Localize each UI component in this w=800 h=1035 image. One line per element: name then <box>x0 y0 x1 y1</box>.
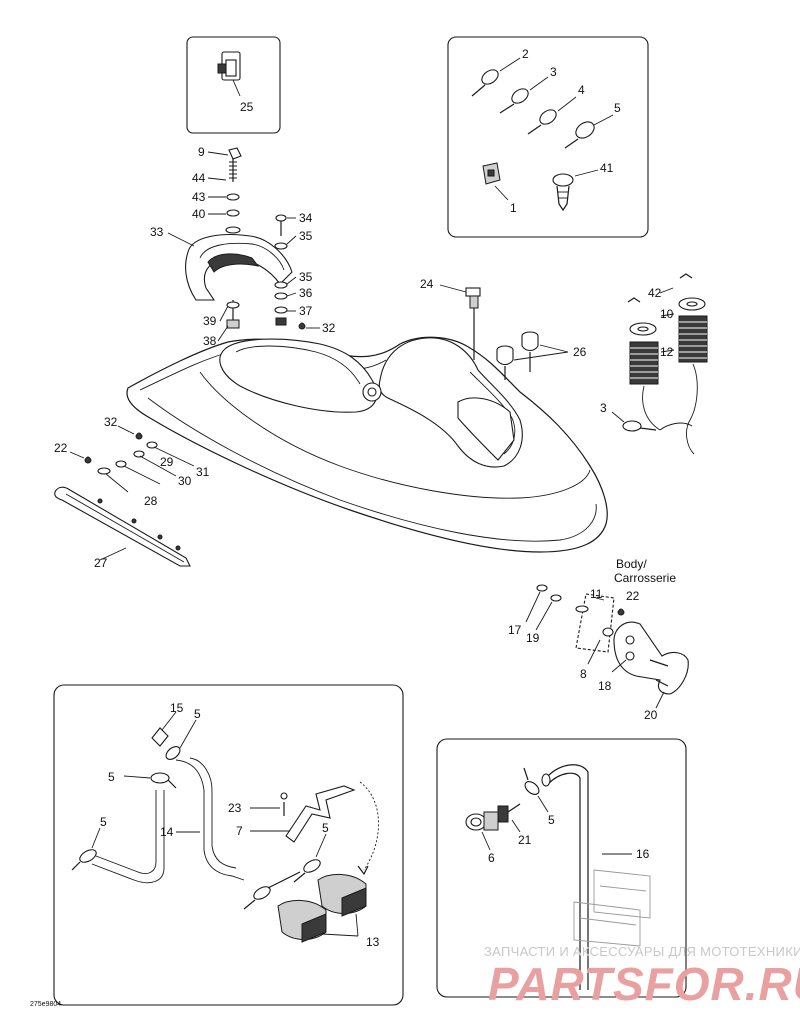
callout-5: 5 <box>614 101 621 115</box>
fitting-icon <box>465 287 481 360</box>
rub-rail-assembly: 32 22 29 31 30 28 27 <box>54 415 210 570</box>
callout-5: 5 <box>322 821 329 835</box>
inset-box-clamps: 2 3 4 5 41 1 <box>447 36 649 238</box>
callout-34: 34 <box>299 211 313 225</box>
callout-11: 11 <box>590 587 603 601</box>
callout-8: 8 <box>580 667 587 681</box>
fittings: 24 26 <box>420 277 587 380</box>
callout-13: 13 <box>366 935 380 949</box>
clip-icon <box>217 51 241 81</box>
callout-15: 15 <box>170 701 184 715</box>
callout-35: 35 <box>299 229 313 243</box>
callout-4: 4 <box>578 83 585 97</box>
hose-clamp-icon <box>243 886 271 910</box>
callout-12: 12 <box>660 345 674 359</box>
callout-35: 35 <box>299 270 313 284</box>
watercraft-body <box>126 336 608 553</box>
callout-23: 23 <box>228 801 242 815</box>
callout-6: 6 <box>488 851 495 865</box>
watermark: ЗАПЧАСТИ И АКСЕССУАРЫ ДЛЯ МОТОТЕХНИКИ PA… <box>484 944 800 1010</box>
callout-25: 25 <box>240 100 254 114</box>
drain-valve-icon <box>465 803 521 831</box>
callout-5: 5 <box>548 813 555 827</box>
watermark-brand: PARTSFOR.RU <box>488 958 800 1010</box>
callout-38: 38 <box>203 334 217 348</box>
callout-3: 3 <box>550 65 557 79</box>
callout-36: 36 <box>299 286 313 300</box>
callout-44: 44 <box>192 171 206 185</box>
plug-icon <box>496 345 514 380</box>
hook-icon <box>613 621 689 695</box>
inset-box-vent-hoses: 15 5 5 14 5 23 7 5 <box>53 684 404 1006</box>
callout-26: 26 <box>573 345 587 359</box>
hose-clamp-icon <box>527 109 557 135</box>
inset-box-drain: 5 21 6 16 <box>436 738 687 998</box>
body-label-line1: Body/ <box>616 557 647 571</box>
callout-28: 28 <box>144 494 158 508</box>
frame-section <box>573 869 651 947</box>
callout-39: 39 <box>203 314 217 328</box>
callout-1: 1 <box>510 201 517 215</box>
callout-7: 7 <box>236 824 243 838</box>
hose-clamp-icon <box>293 859 321 883</box>
drain-hose-icon <box>541 764 589 990</box>
callout-22: 22 <box>626 589 640 603</box>
callout-5: 5 <box>108 770 115 784</box>
hose-clamp-icon <box>150 772 177 789</box>
hose-clamp-icon <box>471 69 499 97</box>
hose-clamp-icon <box>71 849 97 871</box>
callout-30: 30 <box>178 474 192 488</box>
callout-5: 5 <box>100 815 107 829</box>
callout-27: 27 <box>94 556 108 570</box>
callout-9: 9 <box>198 145 205 159</box>
callout-33: 33 <box>150 225 164 239</box>
callout-3: 3 <box>600 401 607 415</box>
hose-clamp-icon <box>622 420 657 432</box>
callout-10: 10 <box>660 307 674 321</box>
spring-icon <box>629 341 659 385</box>
drawing-code: 275e9804 <box>30 1001 61 1008</box>
callout-18: 18 <box>598 679 612 693</box>
hose-clamp-icon <box>499 88 529 114</box>
callout-32: 32 <box>322 321 336 335</box>
callout-20: 20 <box>644 708 658 722</box>
callout-31: 31 <box>196 465 210 479</box>
speed-nut-icon <box>482 162 501 185</box>
callout-22: 22 <box>54 441 68 455</box>
muffler-icon <box>317 874 367 917</box>
hose-clamp-icon <box>564 121 595 149</box>
callout-16: 16 <box>636 847 650 861</box>
hook-assembly: Body/ Carrosserie 11 22 17 19 8 18 20 <box>508 557 689 722</box>
callout-17: 17 <box>508 623 522 637</box>
springs-group: 42 10 12 3 <box>600 273 708 455</box>
callout-21: 21 <box>518 833 532 847</box>
callout-29: 29 <box>160 455 174 469</box>
callout-37: 37 <box>299 304 313 318</box>
screw-icon <box>552 173 574 212</box>
callout-41: 41 <box>600 161 614 175</box>
watermark-tagline: ЗАПЧАСТИ И АКСЕССУАРЫ ДЛЯ МОТОТЕХНИКИ <box>484 944 800 959</box>
muffler-icon <box>277 900 327 943</box>
spring-icon <box>678 315 708 363</box>
callout-19: 19 <box>526 631 540 645</box>
inset-box-clip: 25 <box>186 36 281 134</box>
callout-43: 43 <box>192 190 206 204</box>
callout-32: 32 <box>104 415 118 429</box>
body-label-line2: Carrosserie <box>614 571 676 585</box>
grab-handle-assembly: 9 44 43 40 33 34 35 35 36 37 32 39 38 <box>150 145 336 348</box>
callout-2: 2 <box>522 47 529 61</box>
plug-icon <box>521 331 539 372</box>
callout-40: 40 <box>192 207 206 221</box>
callout-5: 5 <box>194 707 201 721</box>
callout-24: 24 <box>420 277 434 291</box>
hose-clamp-icon <box>523 767 540 795</box>
callout-14: 14 <box>160 825 174 839</box>
callout-42: 42 <box>648 286 662 300</box>
